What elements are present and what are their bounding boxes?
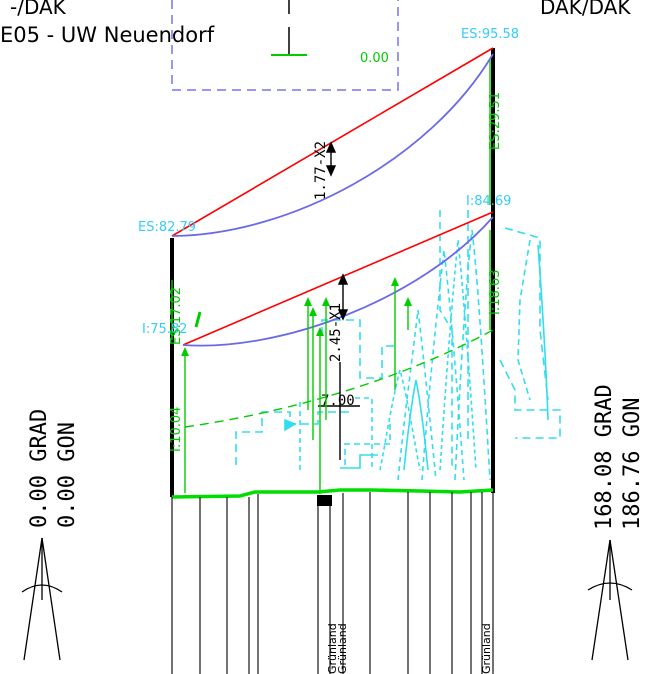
- green-clearance-arrows: [171, 60, 491, 494]
- parcel-use-label-1: Grünland: [336, 623, 349, 674]
- lower-chord-line: [182, 211, 494, 346]
- es-left-length-label: ES:17.02: [169, 287, 184, 345]
- upper-sag-label: 1.77-X2: [313, 141, 329, 200]
- i-left-label: I:75.82: [142, 322, 187, 337]
- terrain-line: [171, 488, 494, 499]
- green-arrow-heads: [181, 277, 412, 356]
- vegetation-outlines: [235, 210, 561, 481]
- right-angle-wedge-icon: [587, 539, 633, 661]
- right-gon-label: 186.76 GON: [620, 398, 645, 530]
- i-right-length-label: I:18.63: [488, 270, 503, 315]
- station-title: E05 - UW Neuendorf: [0, 23, 215, 47]
- left-gon-label: 0.00 GON: [55, 422, 80, 528]
- lower-sag-dimension: [337, 273, 349, 321]
- left-grad-label: 0.00 GRAD: [27, 409, 52, 528]
- clearance-dimension: [318, 362, 360, 460]
- clearance-label: 7.00: [321, 393, 355, 409]
- lower-conductor-curve: [182, 216, 494, 347]
- lower-sag-label: 2.45-X1: [328, 303, 344, 362]
- i-right-top-label: I:84.69: [466, 194, 511, 209]
- insulator-mark: [194, 311, 202, 328]
- es-right-top-label: ES:95.58: [461, 27, 519, 42]
- dashed-info-box: [171, 0, 399, 91]
- parcel-use-label-2: Grünland: [326, 623, 339, 674]
- es-left-top-label: ES:82.79: [138, 220, 196, 235]
- right-dak-label: DAK/DAK: [540, 0, 631, 19]
- upper-sag-dimension: [325, 141, 337, 177]
- right-grad-label: 168.08 GRAD: [592, 384, 617, 530]
- parcel-use-label-3: Grünland: [480, 623, 493, 674]
- i-left-length-label: I:10.04: [169, 407, 184, 452]
- left-angle-wedge-icon: [21, 537, 63, 661]
- left-dak-label: -/DAK: [10, 0, 67, 19]
- upper-conductor-curve: [171, 53, 494, 237]
- upper-chord-line: [171, 47, 494, 237]
- parcel-boundaries: [171, 492, 494, 674]
- box-value: 0.00: [360, 51, 389, 66]
- crossing-marker: [317, 495, 332, 506]
- es-right-length-label: ES:29.51: [488, 92, 503, 150]
